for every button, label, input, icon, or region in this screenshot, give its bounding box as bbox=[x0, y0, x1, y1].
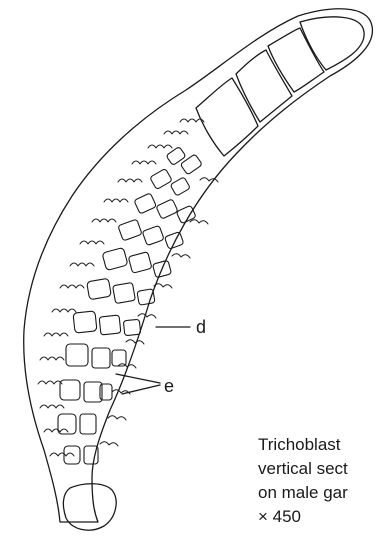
label-e-leader-2 bbox=[122, 385, 160, 394]
sub-apical-cell-2 bbox=[236, 50, 292, 122]
apical-cell bbox=[300, 17, 364, 70]
caption-line-1: Trichoblast bbox=[258, 434, 341, 456]
basal-cell bbox=[63, 484, 116, 530]
label-e: e bbox=[164, 376, 174, 396]
label-d: d bbox=[196, 317, 206, 337]
outer-chain bbox=[38, 119, 204, 456]
caption-line-2: vertical sect bbox=[258, 458, 348, 480]
inner-chain bbox=[100, 178, 218, 446]
caption-line-4: × 450 bbox=[258, 506, 301, 528]
sub-apical-cell-1 bbox=[268, 28, 324, 92]
sub-apical-cell-3 bbox=[196, 78, 258, 156]
spermatangia bbox=[58, 146, 202, 464]
caption-line-3: on male gar bbox=[258, 482, 348, 504]
